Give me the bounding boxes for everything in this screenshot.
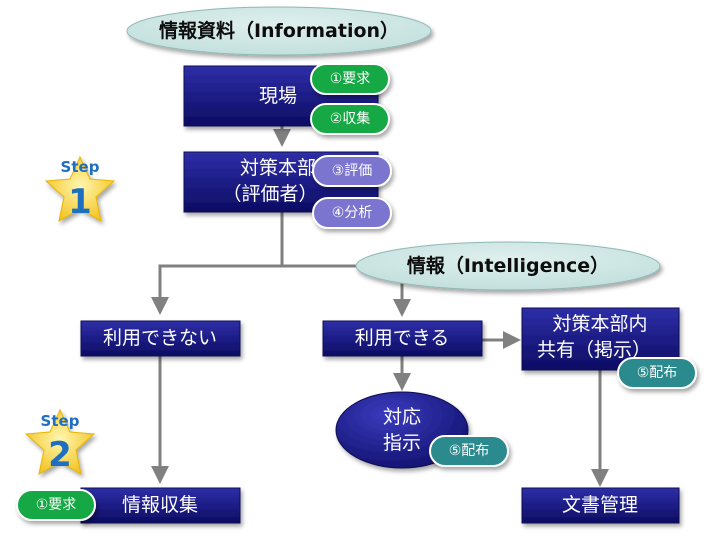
svg-text:①要求: ①要求	[36, 497, 77, 513]
star-icon	[24, 408, 96, 475]
badge-collect: ②収集	[310, 103, 390, 135]
collect-node: 情報収集	[80, 487, 241, 524]
document-label: 文書管理	[562, 494, 638, 516]
svg-text:③評価: ③評価	[332, 163, 373, 179]
share-label-line1: 対策本部内	[552, 313, 647, 335]
collect-label: 情報収集	[122, 494, 198, 516]
svg-text:⑤配布: ⑤配布	[449, 443, 490, 459]
instruction-label-line2: 指示	[383, 432, 421, 454]
badge-analyze: ④分析	[312, 197, 392, 229]
information-header: 情報資料（Information）	[126, 6, 432, 56]
not-usable-box	[80, 320, 241, 357]
intelligence-header: 情報（Intelligence）	[355, 241, 661, 291]
instruction-label-line1: 対応	[383, 406, 421, 428]
collect-box	[80, 487, 241, 524]
star-icon	[44, 155, 116, 222]
step-2-star: Step 2	[24, 408, 96, 475]
step-1-word: Step	[61, 158, 100, 176]
badge-request-bottom: ①要求	[16, 489, 96, 521]
svg-text:①要求: ①要求	[330, 71, 371, 87]
svg-text:⑤配布: ⑤配布	[637, 365, 678, 381]
information-oval	[126, 6, 432, 56]
document-node: 文書管理	[521, 487, 680, 524]
not-usable-label: 利用できない	[103, 327, 217, 349]
usable-box	[322, 320, 483, 357]
svg-text:④分析: ④分析	[332, 205, 373, 221]
genba-label: 現場	[259, 85, 297, 107]
step-2-number: 2	[48, 435, 72, 475]
intelligence-title: 情報（Intelligence）	[407, 254, 609, 277]
badge-evaluate: ③評価	[312, 155, 392, 187]
honbu-label-line1: 対策本部	[240, 157, 316, 179]
step-2-word: Step	[41, 412, 80, 430]
badge-distribute-instruction: ⑤配布	[429, 435, 509, 467]
step-1-number: 1	[68, 182, 92, 222]
usable-node: 利用できる	[322, 320, 483, 357]
information-title: 情報資料（Information）	[159, 19, 399, 42]
document-box	[521, 487, 680, 524]
step-1-star: Step 1	[44, 155, 116, 222]
badge-distribute-share: ⑤配布	[617, 357, 697, 389]
badge-request-top: ①要求	[310, 63, 390, 95]
not-usable-node: 利用できない	[80, 320, 241, 357]
intelligence-oval	[355, 241, 661, 291]
svg-text:②収集: ②収集	[330, 110, 371, 127]
connector-honbu-split	[151, 212, 284, 315]
honbu-label-line2: （評価者）	[222, 183, 317, 205]
share-label-line2: 共有（掲示）	[537, 339, 651, 361]
usable-label: 利用できる	[355, 327, 450, 349]
